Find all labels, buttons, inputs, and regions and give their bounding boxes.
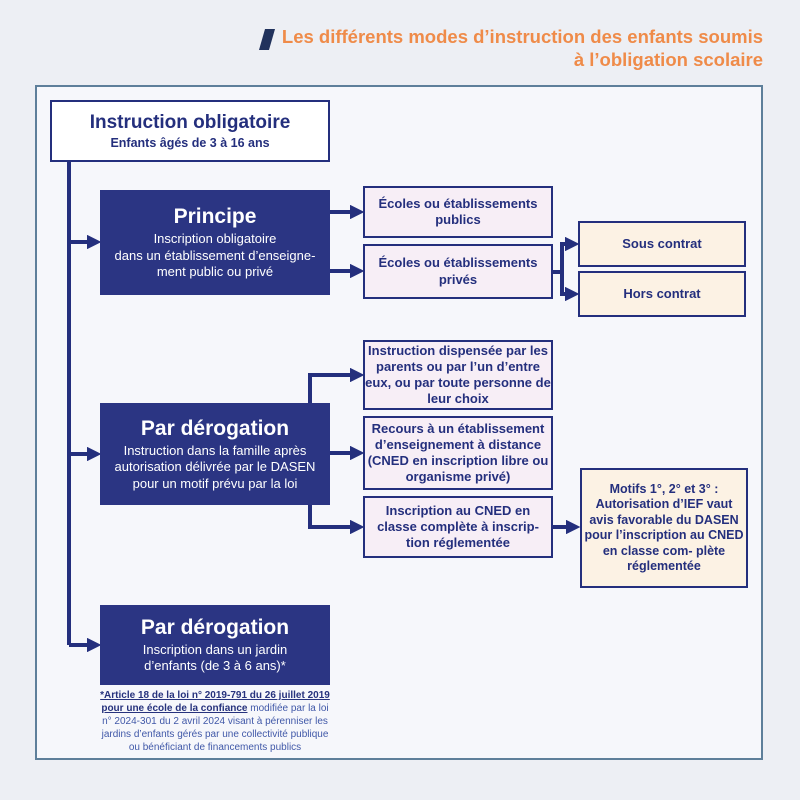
footnote-law-link[interactable]: *Article 18 de la loi n° 2019-791 du 26 … <box>100 690 330 714</box>
option-box-parents: Instruction dispensée par les parents ou… <box>363 340 553 410</box>
derogation-family-title: Par dérogation <box>140 416 290 440</box>
principle-title: Principe <box>173 205 257 229</box>
derogation-family-body: Instruction dans la famille après autori… <box>114 442 316 491</box>
footnote-law-rest: modifiée par la loi n° 2024-301 du 2 avr… <box>101 703 329 753</box>
principle-box: Principe Inscription obligatoire dans un… <box>100 190 330 295</box>
contract-box-sous: Sous contrat <box>578 221 746 267</box>
slash-icon <box>258 29 275 50</box>
derogation-kindergarten-box: Par dérogation Inscription dans un jardi… <box>100 605 330 685</box>
derogation-kindergarten-title: Par dérogation <box>140 616 290 640</box>
root-box-title: Instruction obligatoire <box>89 112 291 134</box>
derogation-family-box: Par dérogation Instruction dans la famil… <box>100 403 330 505</box>
contract-box-hors: Hors contrat <box>578 271 746 317</box>
outcome-box-public: Écoles ou établissements publics <box>363 186 553 238</box>
motifs-note-box: Motifs 1°, 2° et 3° : Autorisation d’IEF… <box>580 468 748 588</box>
page-title: Les différents modes d’instruction des e… <box>281 26 763 70</box>
derogation-kindergarten-body: Inscription dans un jardin d’enfants (de… <box>142 641 288 674</box>
option-box-cned: Inscription au CNED en classe complète à… <box>363 496 553 558</box>
root-box-subtitle: Enfants âgés de 3 à 16 ans <box>110 135 270 150</box>
page-title-block: Les différents modes d’instruction des e… <box>180 26 763 71</box>
option-box-distance: Recours à un établissement d’enseignemen… <box>363 416 553 490</box>
footnote: *Article 18 de la loi n° 2019-791 du 26 … <box>84 689 346 754</box>
outcome-box-private: Écoles ou établissements privés <box>363 244 553 299</box>
principle-body: Inscription obligatoire dans un établiss… <box>114 231 316 280</box>
root-box: Instruction obligatoire Enfants âgés de … <box>50 100 330 162</box>
